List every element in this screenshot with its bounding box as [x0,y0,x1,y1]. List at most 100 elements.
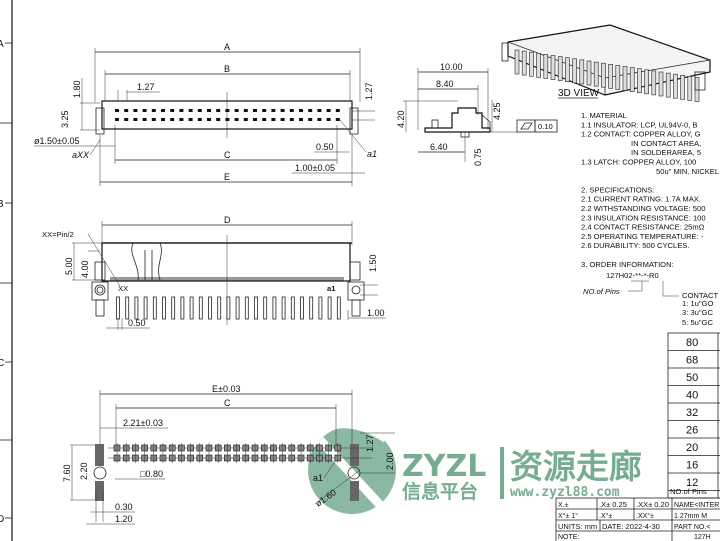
name-label: NAME<INTER [674,502,719,509]
dim-gap: 0.50 [316,142,334,152]
pin-mark [207,109,211,112]
pin-mark [299,109,303,112]
zone-b: B [0,199,4,210]
note-line: 2.3 INSULATION RESISTANCE: 100 [581,213,706,222]
dim-e: E [224,172,230,182]
pins-table-cell: 68 [686,355,698,367]
left-pad-top [95,444,104,466]
part-no-label: PART NO.< [674,524,710,531]
side-view: 10.00 8.40 4.20 4.25 0.10 6.40 0.75 [396,62,558,166]
note-line: 3. ORDER INFORMATION: [581,260,674,269]
pin-mark [225,118,230,121]
3d-pin [536,52,541,78]
dim-e-tol: E±0.03 [212,384,240,394]
pin-mark [170,109,175,112]
pin-mark [317,118,322,121]
dim-h2: 3.25 [60,110,70,128]
dim-h-420: 4.20 [396,110,406,128]
zone-d: D [0,514,4,525]
3d-pin [514,49,520,75]
pin-lead [235,296,240,320]
pin-mark [243,118,248,121]
dim-h-760: 7.60 [62,464,72,482]
pin-lead [162,296,166,320]
pin-mark [253,118,257,121]
3d-pin [644,69,649,95]
pin-mark [115,109,119,112]
3d-pin [629,67,635,92]
pin-mark [142,118,147,121]
pin-mark [216,109,221,112]
label-last-pin: aXX [72,150,90,160]
marker-a1: a1 [327,284,336,293]
3d-pin [622,66,628,91]
pin-lead [281,296,286,320]
3d-pin [543,54,549,79]
contact-option-1: 1: 1u"GO [682,299,713,308]
dim-b: B [224,64,230,74]
pin-mark [234,118,239,121]
pin-mark [225,109,230,112]
watermark: ZYZL 信息平台 资源走廊 www.zyzl88.com [308,423,642,514]
note-line: 2. SPECIFICATIONS: [581,185,654,194]
3d-pin [687,76,693,101]
pin-mark [216,118,221,121]
pin-lead [318,296,323,320]
pin-mark [308,109,313,112]
watermark-brand: ZYZL [402,449,486,484]
pins-table-cell: 32 [686,407,698,419]
dim-h1: 1.80 [72,80,82,98]
pin-mark [151,118,156,121]
pin-mark [188,118,193,121]
pin-lead [180,296,185,320]
dim-width-640: 6.40 [430,142,448,152]
pin-lead [189,296,194,320]
tol-x2: .XX± 0.20 [636,500,669,509]
dim-d: D [224,215,231,225]
pin-mark [299,118,303,121]
dim-row-200: 2.00 [385,452,395,470]
dim-pin-width: 0.50 [128,318,146,328]
dim-h-425: 4.25 [492,102,502,120]
contact-option-5: 5: 5u"GC [682,318,713,327]
3d-pin [680,75,685,100]
note-line: IN SOLDERAREA, 5 [631,148,701,157]
dim-120: 1.20 [115,514,133,524]
3d-pin [593,61,599,87]
3d-pin [565,57,570,83]
pin-mark [170,118,175,121]
title-block: X.± .X± 0.25 .XX± 0.20 NAME<INTER X°± 1°… [555,497,720,541]
pin-lead [336,296,341,320]
zone-a: A [0,39,4,50]
pin-lead [290,296,295,320]
3d-pin [601,62,606,88]
note-line: 1. MATERIAL [581,111,627,120]
pin-lead [208,296,212,320]
units: UNITS: mm [558,522,597,531]
pin-mark [197,118,202,121]
front-view: D XX=Pin/2 XX a1 5.00 4.00 1.50 0.50 1.0… [42,215,386,330]
note-line: IN CONTACT AREA, [631,139,701,148]
3d-pin [572,58,577,84]
3d-pin [637,68,642,93]
pins-table-cell: 80 [686,337,698,349]
tol-x1: .X± 0.25 [599,500,627,509]
dim-c: C [224,150,231,160]
pin-mark [317,109,322,112]
pin-mark [243,109,248,112]
xx-note: XX=Pin/2 [42,230,74,239]
pin-mark [133,109,138,112]
3d-pin [550,55,556,80]
dim-h-500: 5.00 [64,257,74,275]
3d-pin [608,64,613,89]
dim-right-pitch: 1.27 [364,82,374,100]
pin-mark [188,109,193,112]
part-name: 1.27mm M [674,513,707,520]
note-line: 2.1 CURRENT RATING: 1.7A MAX. [581,195,701,204]
pins-table-cell: 20 [686,442,698,454]
pin-mark [142,109,147,112]
watermark-cn: 资源走廊 [510,447,642,486]
pin-lead [327,296,332,320]
